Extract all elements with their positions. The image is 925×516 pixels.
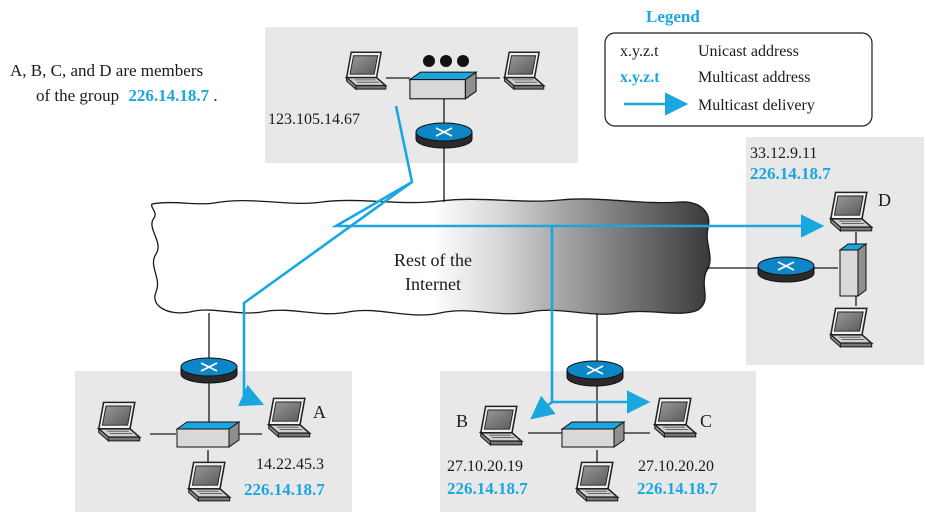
member-c-unicast: 27.10.20.20 [638, 458, 714, 475]
cloud-label-line1: Rest of the [394, 250, 472, 270]
member-a-unicast: 14.22.45.3 [256, 456, 324, 473]
group-note-prefix: of the group [36, 86, 119, 105]
delivery-path-to-b [530, 395, 556, 420]
group-note-line2: of the group 226.14.18.7 . [36, 86, 218, 105]
member-d-multicast: 226.14.18.7 [750, 164, 831, 183]
switch-source[interactable] [409, 71, 477, 100]
ellipsis-dots [423, 55, 469, 67]
group-note-address: 226.14.18.7 [128, 86, 209, 105]
legend-multicast-label: Multicast address [698, 69, 810, 86]
legend-multicast-sample: x.y.z.t [620, 69, 660, 86]
internet-cloud [151, 198, 711, 316]
delivery-path-to-a [238, 105, 414, 407]
member-b-unicast: 27.10.20.19 [447, 458, 523, 475]
router-bc[interactable] [566, 360, 624, 387]
legend-title: Legend [646, 7, 700, 26]
router-source[interactable] [415, 122, 473, 149]
legend-unicast-label: Unicast address [698, 43, 799, 60]
member-a-label: A [313, 402, 326, 422]
group-note-line1: A, B, C, and D are members [10, 61, 203, 80]
member-d-unicast: 33.12.9.11 [750, 145, 817, 162]
member-a-multicast: 226.14.18.7 [244, 480, 325, 499]
member-c-label: C [700, 411, 712, 431]
group-note-suffix: . [213, 86, 217, 105]
legend-delivery-label: Multicast delivery [698, 97, 815, 114]
member-d-label: D [878, 190, 891, 210]
switch-d[interactable] [839, 243, 867, 297]
member-b-multicast: 226.14.18.7 [447, 479, 528, 498]
member-c-multicast: 226.14.18.7 [637, 479, 718, 498]
cloud-label-line2: Internet [405, 274, 461, 294]
switch-bc[interactable] [561, 421, 625, 448]
multicast-delivery-paths [238, 105, 825, 420]
legend-unicast-sample: x.y.z.t [620, 43, 659, 60]
member-b-label: B [456, 411, 468, 431]
router-d[interactable] [757, 256, 815, 283]
router-a[interactable] [180, 357, 238, 384]
delivery-path-to-d [331, 180, 825, 238]
source-unicast-address: 123.105.14.67 [268, 111, 360, 128]
switch-a[interactable] [176, 421, 240, 448]
